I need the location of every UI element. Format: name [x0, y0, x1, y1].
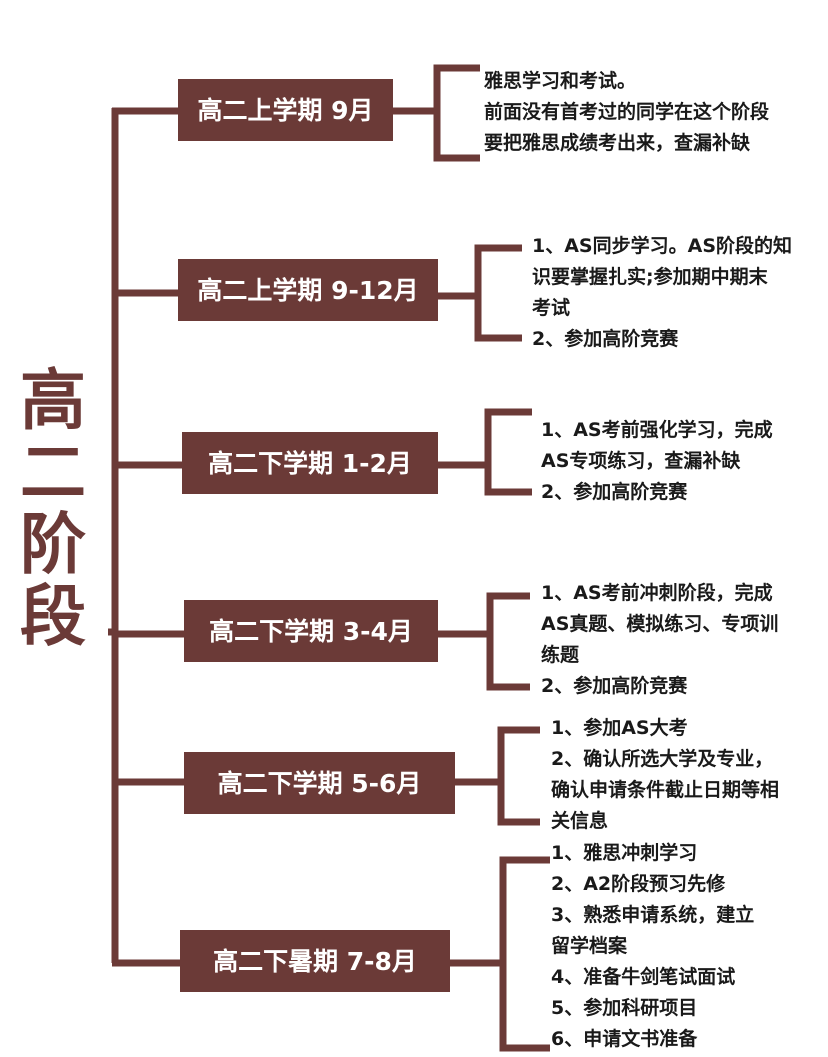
bracket-3 — [484, 408, 532, 496]
note-line: 2、A2阶段预习先修 — [551, 873, 726, 895]
stage-notes-2: 1、AS同步学习。AS阶段的知 识要掌握扎实;参加期中期末 考试 2、参加高阶竞… — [532, 231, 792, 355]
note-line: 练题 — [541, 644, 580, 666]
title-char-2: 二 — [20, 434, 86, 511]
bracket-2 — [474, 244, 522, 342]
note-line: 2、参加高阶竞赛 — [541, 481, 688, 503]
note-line: AS真题、模拟练习、专项训 — [541, 613, 779, 635]
stage-box-2: 高二上学期 9-12月 — [178, 259, 438, 321]
note-line: 考试 — [532, 297, 571, 319]
stage-notes-3: 1、AS考前强化学习，完成 AS专项练习，查漏补缺 2、参加高阶竞赛 — [541, 415, 773, 508]
note-line: 3、熟悉申请系统，建立 — [551, 904, 755, 926]
note-line: 2、参加高阶竞赛 — [532, 328, 679, 350]
note-line: 雅思学习和考试。 — [484, 70, 637, 92]
note-line: 1、雅思冲刺学习 — [551, 842, 698, 864]
note-line: 4、准备牛剑笔试面试 — [551, 966, 736, 988]
stage-box-5: 高二下学期 5-6月 — [184, 752, 455, 814]
stage-box-4: 高二下学期 3-4月 — [184, 600, 438, 662]
note-line: 要把雅思成绩考出来，查漏补缺 — [484, 132, 751, 154]
note-line: 1、参加AS大考 — [551, 717, 688, 739]
stage-box-3: 高二下学期 1-2月 — [182, 432, 438, 494]
bracket-6 — [499, 856, 550, 1052]
note-line: 6、申请文书准备 — [551, 1028, 698, 1050]
stage-notes-6: 1、雅思冲刺学习 2、A2阶段预习先修 3、熟悉申请系统，建立 留学档案 4、准… — [551, 838, 754, 1055]
note-line: 前面没有首考过的同学在这个阶段 — [484, 101, 770, 123]
note-line: 2、参加高阶竞赛 — [541, 675, 688, 697]
title-char-3: 阶 — [20, 506, 86, 583]
note-line: 1、AS考前强化学习，完成 — [541, 419, 773, 441]
note-line: 留学档案 — [551, 935, 628, 957]
title-char-4: 段 — [20, 578, 86, 655]
bracket-4 — [486, 592, 530, 691]
note-line: 2、确认所选大学及专业， — [551, 748, 774, 770]
stage-notes-4: 1、AS考前冲刺阶段，完成 AS真题、模拟练习、专项训 练题 2、参加高阶竞赛 — [541, 578, 778, 702]
note-line: 1、AS考前冲刺阶段，完成 — [541, 582, 773, 604]
note-line: 关信息 — [551, 810, 609, 832]
bracket-5 — [497, 726, 540, 826]
stage-notes-1: 雅思学习和考试。 前面没有首考过的同学在这个阶段 要把雅思成绩考出来，查漏补缺 — [484, 66, 769, 159]
stage-box-1: 高二上学期 9月 — [178, 79, 393, 141]
title-char-1: 高 — [20, 362, 86, 439]
stage-box-6: 高二下暑期 7-8月 — [180, 930, 450, 992]
note-line: 识要掌握扎实;参加期中期末 — [532, 266, 768, 288]
note-line: 1、AS同步学习。AS阶段的知 — [532, 235, 792, 257]
note-line: 5、参加科研项目 — [551, 997, 698, 1019]
note-line: 确认申请条件截止日期等相 — [551, 779, 780, 801]
bracket-1 — [433, 64, 480, 162]
stage-notes-5: 1、参加AS大考 2、确认所选大学及专业， 确认申请条件截止日期等相 关信息 — [551, 713, 779, 837]
note-line: AS专项练习，查漏补缺 — [541, 450, 741, 472]
